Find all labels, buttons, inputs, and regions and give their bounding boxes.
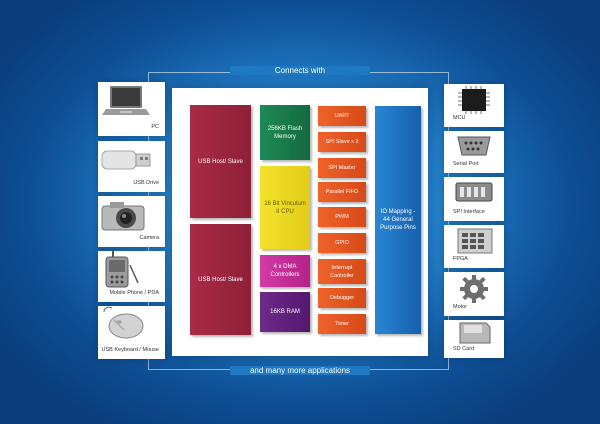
mouse-icon xyxy=(103,306,144,339)
peripheral-pwm: PWM xyxy=(318,207,366,227)
laptop-icon xyxy=(102,86,150,115)
block-label: 16 Bit Vinculum II CPU xyxy=(264,200,306,215)
device-label: Motor xyxy=(453,304,468,310)
block-label: Parallel FIFO xyxy=(325,189,359,195)
peripheral-spi-slave: SPI Slave x 2 xyxy=(318,132,366,152)
cpu-block: 16 Bit Vinculum II CPU xyxy=(260,166,310,249)
ram-block: 16KB RAM xyxy=(260,292,310,332)
camera-icon xyxy=(101,202,145,231)
device-label: SD Card xyxy=(453,346,475,352)
peripheral-timer: Timer xyxy=(318,314,366,334)
block-label: 16KB RAM xyxy=(270,309,300,315)
peripheral-uart: UART xyxy=(318,106,366,126)
device-label: Mobile Phone / PDA xyxy=(109,290,159,296)
peripheral-interrupt-controller: Interrupt Controller xyxy=(318,259,366,284)
peripheral-spi-master: SPI Master xyxy=(318,158,366,178)
dma-controllers-block: 4 x DMA Controllers xyxy=(260,255,310,287)
device-label: MCU xyxy=(453,115,466,121)
peripheral-parallel-fifo: Parallel FIFO xyxy=(318,182,366,202)
block-label: 4 x DMA Controllers xyxy=(270,264,300,278)
chip-icon xyxy=(458,86,490,114)
block-label: USB Host/ Slave xyxy=(198,276,243,283)
device-label: Serial Port xyxy=(453,161,479,167)
gear-icon xyxy=(460,275,488,303)
device-spi-interface: SPI Interface xyxy=(444,177,504,221)
device-label: PC xyxy=(151,124,159,130)
device-label: USB Keyboard / Mouse xyxy=(101,347,159,353)
device-fpga: FPGA xyxy=(444,225,504,268)
fpga-board-icon xyxy=(457,228,493,254)
usb-host-slave-block-1: USB Host/ Slave xyxy=(190,105,251,218)
device-label: USB Drive xyxy=(133,180,159,186)
sd-card-icon xyxy=(459,322,491,344)
block-label: USB Host/ Slave xyxy=(198,158,243,165)
block-label: IO Mapping - 44 General Purpose Pins xyxy=(380,209,416,231)
io-mapping-block: IO Mapping - 44 General Purpose Pins xyxy=(375,106,421,334)
block-label: Debugger xyxy=(329,295,355,301)
device-camera: Camera xyxy=(98,196,165,247)
block-label: GPIO xyxy=(335,240,349,246)
block-label: Timer xyxy=(335,321,349,327)
block-label: SPI Slave x 2 xyxy=(325,139,359,145)
device-sd-card: SD Card xyxy=(444,320,504,358)
spi-connector-icon xyxy=(455,182,493,202)
peripheral-gpio: GPIO xyxy=(318,233,366,253)
usb-host-slave-block-2: USB Host/ Slave xyxy=(190,224,251,335)
flash-memory-block: 256KB Flash Memory xyxy=(260,105,310,160)
block-label: Interrupt Controller xyxy=(330,264,354,279)
mobile-phone-icon xyxy=(105,251,139,288)
usb-drive-icon xyxy=(101,150,151,170)
device-label: Camera xyxy=(139,235,159,241)
device-mobile-phone: Mobile Phone / PDA xyxy=(98,251,165,302)
serial-port-icon xyxy=(457,136,491,156)
device-motor: Motor xyxy=(444,272,504,316)
block-label: UART xyxy=(334,113,350,119)
device-label: FPGA xyxy=(453,256,468,262)
device-label: SPI Interface xyxy=(453,209,485,215)
device-serial-port: Serial Port xyxy=(444,131,504,173)
block-label: SPI Master xyxy=(328,165,356,171)
block-label: PWM xyxy=(335,214,349,220)
device-keyboard-mouse: USB Keyboard / Mouse xyxy=(98,306,165,359)
block-label: 256KB Flash Memory xyxy=(267,125,303,140)
device-pc: PC xyxy=(98,82,165,136)
peripheral-debugger: Debugger xyxy=(318,288,366,308)
bottom-caption: and many more applications xyxy=(230,366,370,375)
device-usb-drive: USB Drive xyxy=(98,141,165,192)
device-mcu: MCU xyxy=(444,84,504,127)
top-caption: Connects with xyxy=(230,66,370,75)
